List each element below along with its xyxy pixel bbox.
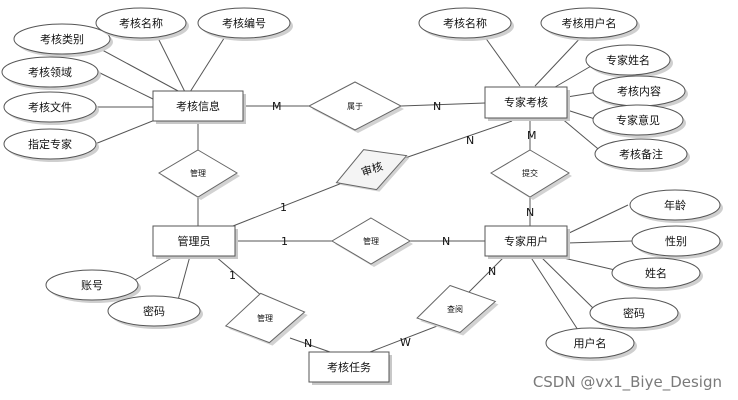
edge-attr-age xyxy=(566,204,629,235)
cardinalities: M N 1 N M N 1 N 1 N N W xyxy=(229,100,537,350)
card-manage-user-right: N xyxy=(442,235,450,248)
svg-text:考核用户名: 考核用户名 xyxy=(562,16,617,30)
card-belongs-left: M xyxy=(272,100,282,113)
rel-submit: 提交 xyxy=(490,149,572,200)
card-audit-admin: 1 xyxy=(280,201,287,214)
edge-attr-user-pwd xyxy=(539,255,596,311)
entity-kaohe-info: 考核信息 xyxy=(152,90,246,124)
rel-manage-user-label: 管理 xyxy=(363,236,379,246)
edge-audit-review xyxy=(404,120,513,159)
card-belongs-right: N xyxy=(433,100,441,113)
edge-user-view xyxy=(467,255,506,294)
attr-category: 考核类别 xyxy=(13,23,113,57)
rel-manage-user: 管理 xyxy=(331,217,413,267)
rel-manage-task: 管理 xyxy=(224,292,308,346)
attr-review-user: 考核用户名 xyxy=(540,7,640,41)
attr-user-pwd: 密码 xyxy=(589,297,681,331)
svg-text:考核编号: 考核编号 xyxy=(222,16,266,30)
edge-belongs-review xyxy=(400,102,486,107)
svg-text:考核类别: 考核类别 xyxy=(40,32,84,46)
attr-remark: 考核备注 xyxy=(594,138,690,172)
svg-text:年龄: 年龄 xyxy=(664,198,686,212)
edge-attr-number xyxy=(189,31,229,93)
attr-content: 考核内容 xyxy=(592,75,688,109)
edge-attr-name xyxy=(154,31,186,93)
attr-account: 账号 xyxy=(45,269,141,303)
svg-text:考核内容: 考核内容 xyxy=(617,84,661,98)
entity-task: 考核任务 xyxy=(308,351,392,385)
entity-expert-user-label: 专家用户 xyxy=(504,234,548,248)
attr-admin-pwd: 密码 xyxy=(107,295,203,329)
card-manage-user-left: 1 xyxy=(281,235,288,248)
attr-expert: 指定专家 xyxy=(3,128,99,162)
card-manage-task-bottom: N xyxy=(304,337,312,350)
rel-manage-task-label: 管理 xyxy=(257,313,273,323)
attr-expert-name: 专家姓名 xyxy=(585,44,673,78)
card-view-top: N xyxy=(488,265,496,278)
svg-text:姓名: 姓名 xyxy=(645,266,667,280)
svg-text:考核领域: 考核领域 xyxy=(28,65,72,79)
edge-attr-field xyxy=(97,71,156,101)
entity-expert-review: 专家考核 xyxy=(484,86,570,121)
rel-view: 查阅 xyxy=(416,284,499,336)
attr-field: 考核领域 xyxy=(1,56,101,90)
watermark: CSDN @vx1_Biye_Design xyxy=(533,373,722,392)
rel-manage-info-label: 管理 xyxy=(190,168,206,178)
card-manage-task-top: 1 xyxy=(229,269,236,282)
svg-text:用户名: 用户名 xyxy=(574,336,607,350)
entity-expert-review-label: 专家考核 xyxy=(504,95,548,109)
entity-kaohe-info-label: 考核信息 xyxy=(176,99,220,113)
edge-manage-task xyxy=(289,337,331,353)
entity-admin-label: 管理员 xyxy=(178,234,211,248)
entity-task-label: 考核任务 xyxy=(327,360,371,374)
rel-submit-label: 提交 xyxy=(522,168,538,178)
attr-age: 年龄 xyxy=(629,189,723,223)
entity-admin: 管理员 xyxy=(152,225,238,259)
attr-review-name: 考核名称 xyxy=(418,7,514,41)
rel-manage-info: 管理 xyxy=(158,149,240,200)
rel-audit-label: 审核 xyxy=(359,159,384,179)
svg-text:账号: 账号 xyxy=(81,279,103,292)
svg-text:密码: 密码 xyxy=(143,304,165,318)
svg-text:性别: 性别 xyxy=(665,234,687,248)
rel-audit: 审核 xyxy=(335,149,410,192)
card-view-bottom: W xyxy=(400,336,411,349)
attr-name: 考核名称 xyxy=(95,7,189,41)
attr-file: 考核文件 xyxy=(3,91,99,125)
edge-view-task xyxy=(369,322,446,353)
card-submit-bottom: N xyxy=(526,206,534,219)
svg-text:专家姓名: 专家姓名 xyxy=(606,53,650,67)
svg-text:指定专家: 指定专家 xyxy=(28,137,72,151)
svg-text:考核名称: 考核名称 xyxy=(443,16,487,30)
edge-attr-expert xyxy=(94,117,161,145)
svg-text:考核名称: 考核名称 xyxy=(119,16,163,30)
edge-attr-account xyxy=(129,255,176,284)
edges xyxy=(79,31,633,353)
svg-text:密码: 密码 xyxy=(623,306,645,320)
attr-opinion: 专家意见 xyxy=(592,104,686,138)
attr-uname: 姓名 xyxy=(611,257,703,291)
rel-belongs: 属于 xyxy=(307,81,404,133)
edge-attr-review-user xyxy=(534,32,586,87)
entity-expert-user: 专家用户 xyxy=(484,225,570,259)
svg-text:考核文件: 考核文件 xyxy=(28,100,72,114)
edge-attr-review-name xyxy=(481,32,521,87)
edge-attr-username xyxy=(529,255,579,331)
edge-admin-manage-task xyxy=(214,255,263,297)
svg-text:考核备注: 考核备注 xyxy=(619,147,663,161)
edge-attr-remark xyxy=(559,116,604,154)
rel-view-label: 查阅 xyxy=(447,304,463,314)
attr-number: 考核编号 xyxy=(197,7,293,41)
edge-attr-gender xyxy=(566,240,633,244)
attr-username: 用户名 xyxy=(545,327,637,361)
card-submit-top: M xyxy=(527,129,537,142)
rel-belongs-label: 属于 xyxy=(347,102,363,111)
card-audit-expert: N xyxy=(466,134,474,147)
attr-gender: 性别 xyxy=(631,225,723,259)
svg-text:专家意见: 专家意见 xyxy=(616,113,660,127)
